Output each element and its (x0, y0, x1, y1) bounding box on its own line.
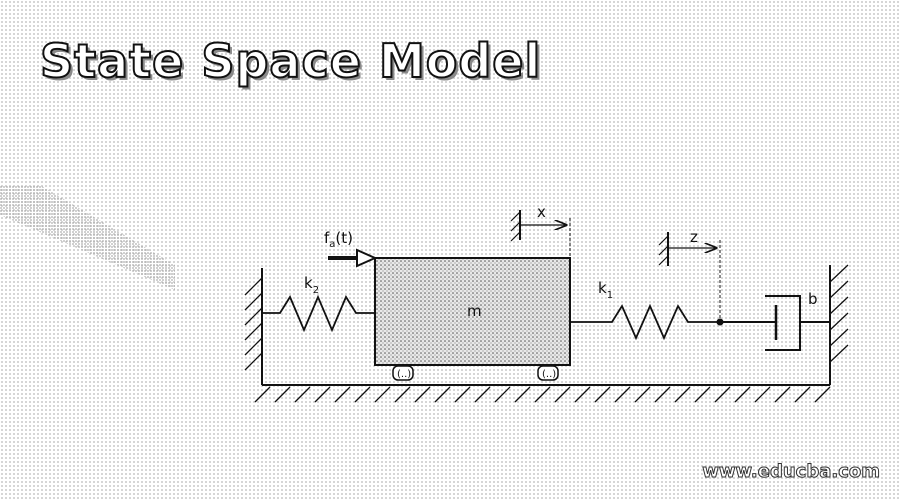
spring-k1 (570, 303, 720, 341)
mass-label: m (467, 302, 482, 320)
force-label: fa(t) (324, 229, 353, 250)
wheel-left: (..) (392, 365, 414, 381)
damper-b (720, 295, 830, 351)
wheel-right: (..) (537, 365, 559, 381)
decorative-dot-band (0, 185, 175, 290)
x-reference (510, 210, 571, 258)
mass-block (374, 257, 571, 366)
spring-k2 (262, 294, 375, 333)
damper-label: b (808, 290, 818, 308)
watermark: www.educba.com (702, 461, 881, 483)
ground (254, 384, 831, 403)
force-arrow (328, 248, 378, 268)
displacement-x-label: x (537, 203, 546, 221)
displacement-z-label: z (690, 228, 698, 246)
spring-k2-label: k2 (304, 274, 319, 296)
right-wall (829, 264, 849, 385)
svg-text:(..): (..) (397, 369, 411, 380)
svg-text:(..): (..) (542, 369, 556, 380)
spring-k1-label: k1 (598, 279, 613, 301)
page-title: State Space Model (39, 34, 542, 88)
left-wall (244, 268, 263, 385)
z-reference (658, 232, 721, 318)
